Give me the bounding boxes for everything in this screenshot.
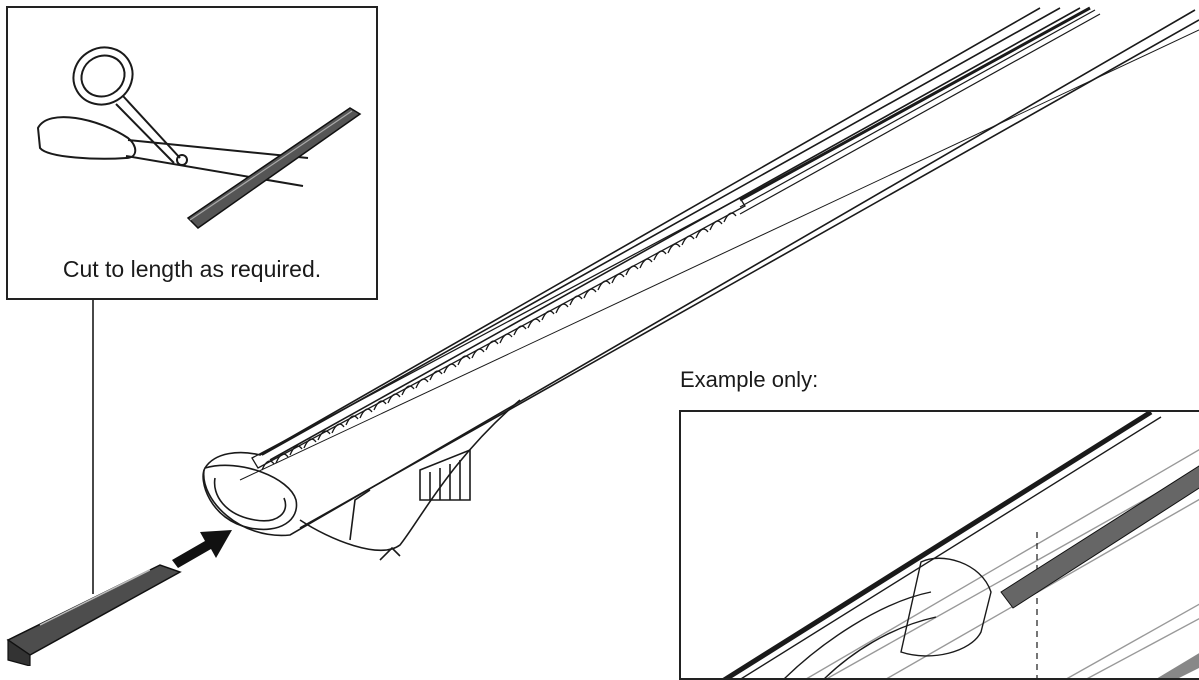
scissors-icon bbox=[36, 46, 362, 229]
roof-bar-diagram bbox=[6, 6, 1199, 666]
example-label: Example only: bbox=[680, 367, 819, 392]
roof-bar bbox=[202, 6, 1199, 561]
end-cap-insert bbox=[6, 564, 182, 666]
cut-instruction-text: Cut to length as required. bbox=[62, 256, 322, 282]
example-detail-box bbox=[679, 410, 1199, 680]
insert-arrow-icon bbox=[172, 530, 232, 568]
example-detail-illustration bbox=[722, 412, 1199, 678]
cut-instruction-callout: Cut to length as required. bbox=[6, 6, 378, 300]
rubber-strip bbox=[251, 197, 746, 471]
